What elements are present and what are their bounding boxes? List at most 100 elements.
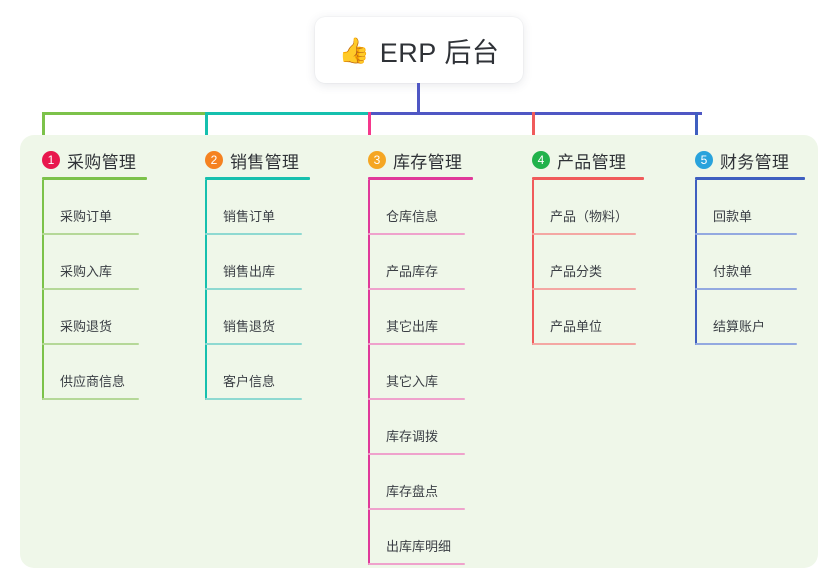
branch-item[interactable]: 采购入库 (42, 235, 147, 290)
branch-item-label: 产品单位 (550, 319, 603, 334)
branch-spine (368, 180, 370, 565)
branch-title: 采购管理 (67, 152, 137, 172)
branch-title: 库存管理 (393, 152, 463, 172)
branch-header-rule (42, 177, 147, 180)
branch-header-rule (205, 177, 310, 180)
branch-column-4[interactable]: 4 产品管理产品（物料） 产品分类产品单位 (532, 148, 644, 345)
branch-item[interactable]: 销售退货 (205, 290, 310, 345)
branch-title: 财务管理 (720, 152, 790, 172)
branch-item-label: 采购订单 (60, 209, 113, 224)
branch-item-rule (368, 453, 465, 455)
horizontal-connector-bar-teal (206, 112, 372, 115)
root-node-card[interactable]: 👍 ERP 后台 (315, 17, 523, 83)
branch-item[interactable]: 库存盘点 (368, 455, 473, 510)
branch-item-label: 供应商信息 (60, 374, 126, 389)
branch-items: 销售订单销售出库销售退货客户信息 (205, 180, 310, 400)
branch-item-rule (205, 233, 302, 235)
branch-drop-connector-4 (532, 112, 535, 148)
branch-item-label: 采购退货 (60, 319, 113, 334)
branch-item-label: 其它入库 (386, 374, 439, 389)
branch-item-label: 仓库信息 (386, 209, 439, 224)
branch-item-label: 产品库存 (386, 264, 439, 279)
branch-header-1[interactable]: 1 采购管理 (42, 148, 147, 172)
branch-item-rule (205, 398, 302, 400)
branch-number-badge: 2 (205, 151, 223, 169)
branch-item[interactable]: 出库库明细 (368, 510, 473, 565)
branch-item[interactable]: 产品分类 (532, 235, 644, 290)
branch-item[interactable]: 产品单位 (532, 290, 644, 345)
branch-items: 产品（物料） 产品分类产品单位 (532, 180, 644, 345)
branch-item[interactable]: 销售订单 (205, 180, 310, 235)
branch-item-rule (368, 288, 465, 290)
branch-number-badge: 4 (532, 151, 550, 169)
branch-item[interactable]: 采购退货 (42, 290, 147, 345)
branch-item-rule (532, 288, 636, 290)
branch-title: 产品管理 (557, 152, 627, 172)
branch-header-rule (695, 177, 805, 180)
root-node-title: ERP 后台 (379, 37, 500, 68)
branch-items: 回款单付款单结算账户 (695, 180, 805, 345)
branch-item-rule (205, 288, 302, 290)
branch-title: 销售管理 (230, 152, 300, 172)
branch-item-label: 采购入库 (60, 264, 113, 279)
branch-item[interactable]: 产品库存 (368, 235, 473, 290)
branch-item-rule (205, 343, 302, 345)
root-node-content: 👍 ERP 后台 (339, 31, 500, 70)
branch-item-label: 销售订单 (223, 209, 276, 224)
branch-header-rule (532, 177, 644, 180)
branch-item-label: 库存调拨 (386, 429, 439, 444)
branch-spine (205, 180, 207, 400)
branch-item[interactable]: 采购订单 (42, 180, 147, 235)
branch-column-1[interactable]: 1 采购管理采购订单采购入库采购退货供应商信息 (42, 148, 147, 400)
branch-item[interactable]: 供应商信息 (42, 345, 147, 400)
branch-drop-connector-3 (368, 112, 371, 148)
branch-drop-connector-2 (205, 112, 208, 148)
branch-item-label: 客户信息 (223, 374, 276, 389)
branch-item-rule (368, 508, 465, 510)
thumbs-up-icon: 👍 (338, 36, 370, 65)
branch-item[interactable]: 产品（物料） (532, 180, 644, 235)
branch-item-label: 付款单 (713, 264, 753, 279)
branch-item-label: 产品（物料） (550, 209, 629, 224)
branch-item-rule (532, 233, 636, 235)
branch-items: 采购订单采购入库采购退货供应商信息 (42, 180, 147, 400)
branch-number-badge: 1 (42, 151, 60, 169)
branch-drop-connector-1 (42, 112, 45, 148)
branch-spine (42, 180, 44, 400)
branch-item-rule (532, 343, 636, 345)
branch-spine (532, 180, 534, 345)
branch-item[interactable]: 其它出库 (368, 290, 473, 345)
branch-item-rule (368, 563, 465, 565)
trunk-connector (417, 83, 420, 115)
branch-item-rule (368, 398, 465, 400)
branch-item-label: 回款单 (713, 209, 753, 224)
branch-item-rule (42, 343, 139, 345)
branch-item[interactable]: 库存调拨 (368, 400, 473, 455)
branch-item[interactable]: 销售出库 (205, 235, 310, 290)
branch-item-label: 出库库明细 (386, 539, 452, 554)
branch-item-rule (42, 233, 139, 235)
branch-header-4[interactable]: 4 产品管理 (532, 148, 644, 172)
branch-column-2[interactable]: 2 销售管理销售订单销售出库销售退货客户信息 (205, 148, 310, 400)
branch-item-rule (695, 233, 797, 235)
horizontal-connector-bar-blue (370, 112, 702, 115)
branch-item-label: 其它出库 (386, 319, 439, 334)
branch-header-2[interactable]: 2 销售管理 (205, 148, 310, 172)
branch-item-label: 库存盘点 (386, 484, 439, 499)
branch-spine (695, 180, 697, 345)
branch-item[interactable]: 客户信息 (205, 345, 310, 400)
branch-item[interactable]: 付款单 (695, 235, 805, 290)
branch-item-label: 产品分类 (550, 264, 603, 279)
branch-item[interactable]: 仓库信息 (368, 180, 473, 235)
branch-item[interactable]: 其它入库 (368, 345, 473, 400)
branch-items: 仓库信息产品库存其它出库其它入库库存调拨库存盘点出库库明细 (368, 180, 473, 565)
branch-item-rule (368, 343, 465, 345)
branch-item-label: 结算账户 (713, 319, 766, 334)
branch-item-label: 销售退货 (223, 319, 276, 334)
branch-item[interactable]: 回款单 (695, 180, 805, 235)
branch-item[interactable]: 结算账户 (695, 290, 805, 345)
